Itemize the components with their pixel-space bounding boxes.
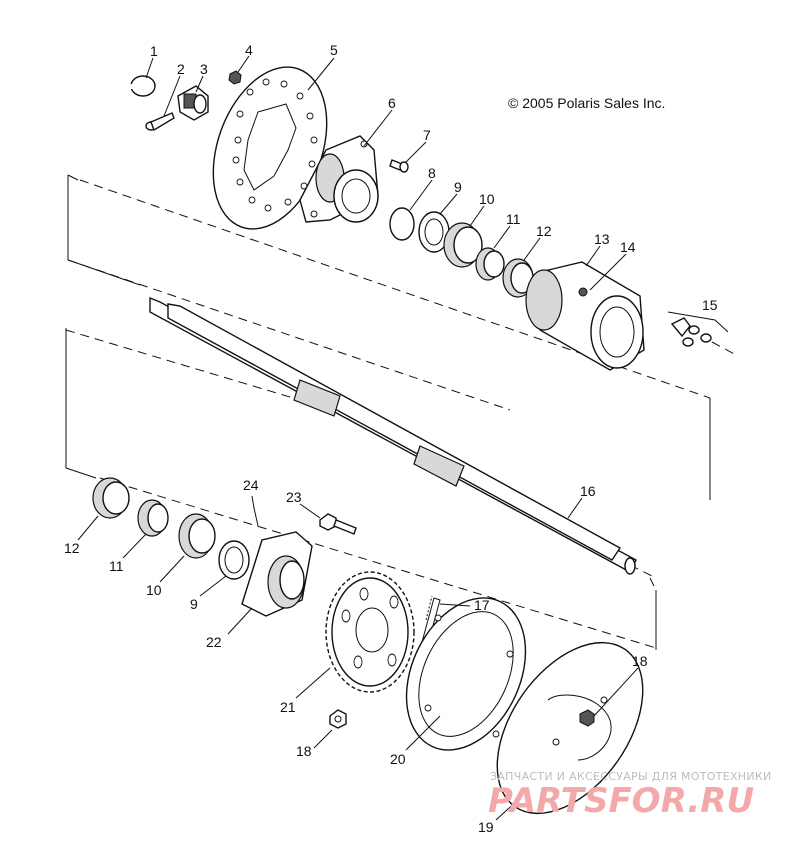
callout-12: 12 xyxy=(536,223,552,239)
watermark-logo: PARTSFOR.RU xyxy=(488,781,754,821)
watermark: ЗАПЧАСТИ И АКСЕССУАРЫ ДЛЯ МОТОТЕХНИКИ PA… xyxy=(488,770,772,821)
callout-15: 15 xyxy=(702,297,718,313)
callout-4: 4 xyxy=(245,42,253,58)
callout-18a: 18 xyxy=(296,743,312,759)
part-24-bolt xyxy=(253,507,259,527)
part-1-circlip xyxy=(128,75,156,97)
watermark-subtitle: ЗАПЧАСТИ И АКСЕССУАРЫ ДЛЯ МОТОТЕХНИКИ xyxy=(490,770,772,783)
part-20-guard xyxy=(405,597,527,751)
callout-labels: 1 2 3 4 5 6 7 8 9 10 11 12 13 14 15 16 1… xyxy=(64,42,718,835)
part-12-lower-bearing-cup xyxy=(92,477,130,519)
leader-lines xyxy=(77,55,639,821)
part-22-sprocket-hub xyxy=(241,531,313,617)
part-10-bearing-race xyxy=(443,222,483,268)
callout-24: 24 xyxy=(243,477,259,493)
part-21-sprocket xyxy=(325,571,415,693)
callout-6: 6 xyxy=(388,95,396,111)
phantom-lines xyxy=(65,174,711,650)
part-8-circlip xyxy=(389,207,415,241)
callout-19: 19 xyxy=(478,819,494,835)
part-15-fitting xyxy=(667,311,739,357)
part-3-brake-caliper xyxy=(177,85,209,121)
callout-9b: 9 xyxy=(190,596,198,612)
callout-10: 10 xyxy=(479,191,495,207)
callout-9: 9 xyxy=(454,179,462,195)
part-4-nut xyxy=(228,70,242,85)
callout-12b: 12 xyxy=(64,540,80,556)
callout-18b: 18 xyxy=(632,653,648,669)
part-12-bearing-cup xyxy=(502,258,534,298)
part-2-bolt xyxy=(145,112,175,132)
callout-7: 7 xyxy=(423,127,431,143)
callout-17: 17 xyxy=(474,597,490,613)
callout-1: 1 xyxy=(150,43,158,59)
callout-2: 2 xyxy=(177,61,185,77)
callout-5: 5 xyxy=(330,42,338,58)
part-11-taper-bearing xyxy=(475,247,505,281)
part-6-hub-housing xyxy=(299,135,379,223)
callout-11: 11 xyxy=(506,211,521,227)
part-23-bolt xyxy=(319,513,357,535)
part-9-lower-seal xyxy=(218,540,250,580)
callout-13: 13 xyxy=(594,231,610,247)
callout-21: 21 xyxy=(280,699,296,715)
part-5-brake-disc xyxy=(212,66,328,230)
callout-23: 23 xyxy=(286,489,302,505)
part-7-bolt xyxy=(389,159,409,173)
callout-10b: 10 xyxy=(146,582,162,598)
part-18-nut xyxy=(329,709,347,729)
callout-14: 14 xyxy=(620,239,636,255)
callout-8: 8 xyxy=(428,165,436,181)
callout-20: 20 xyxy=(390,751,406,767)
callout-3: 3 xyxy=(200,61,208,77)
part-19-cover xyxy=(496,641,644,815)
callout-16: 16 xyxy=(580,483,596,499)
part-9-seal xyxy=(418,211,450,253)
part-11-lower-taper-bearing xyxy=(137,499,169,537)
copyright-text: © 2005 Polaris Sales Inc. xyxy=(508,95,665,111)
part-10-lower-race xyxy=(178,513,216,559)
callout-22: 22 xyxy=(206,634,222,650)
part-13-axle-housing xyxy=(525,261,645,371)
part-16-axle xyxy=(149,296,637,575)
callout-11b: 11 xyxy=(109,558,124,574)
